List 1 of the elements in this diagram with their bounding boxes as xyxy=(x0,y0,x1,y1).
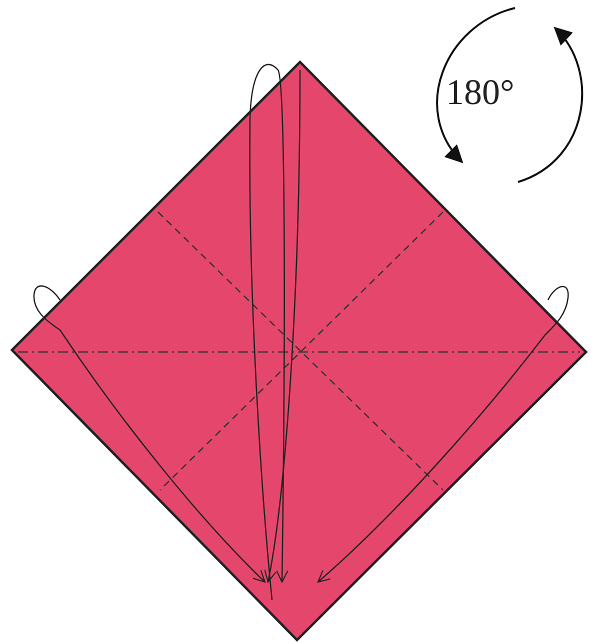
rotation-label: 180° xyxy=(446,72,514,112)
